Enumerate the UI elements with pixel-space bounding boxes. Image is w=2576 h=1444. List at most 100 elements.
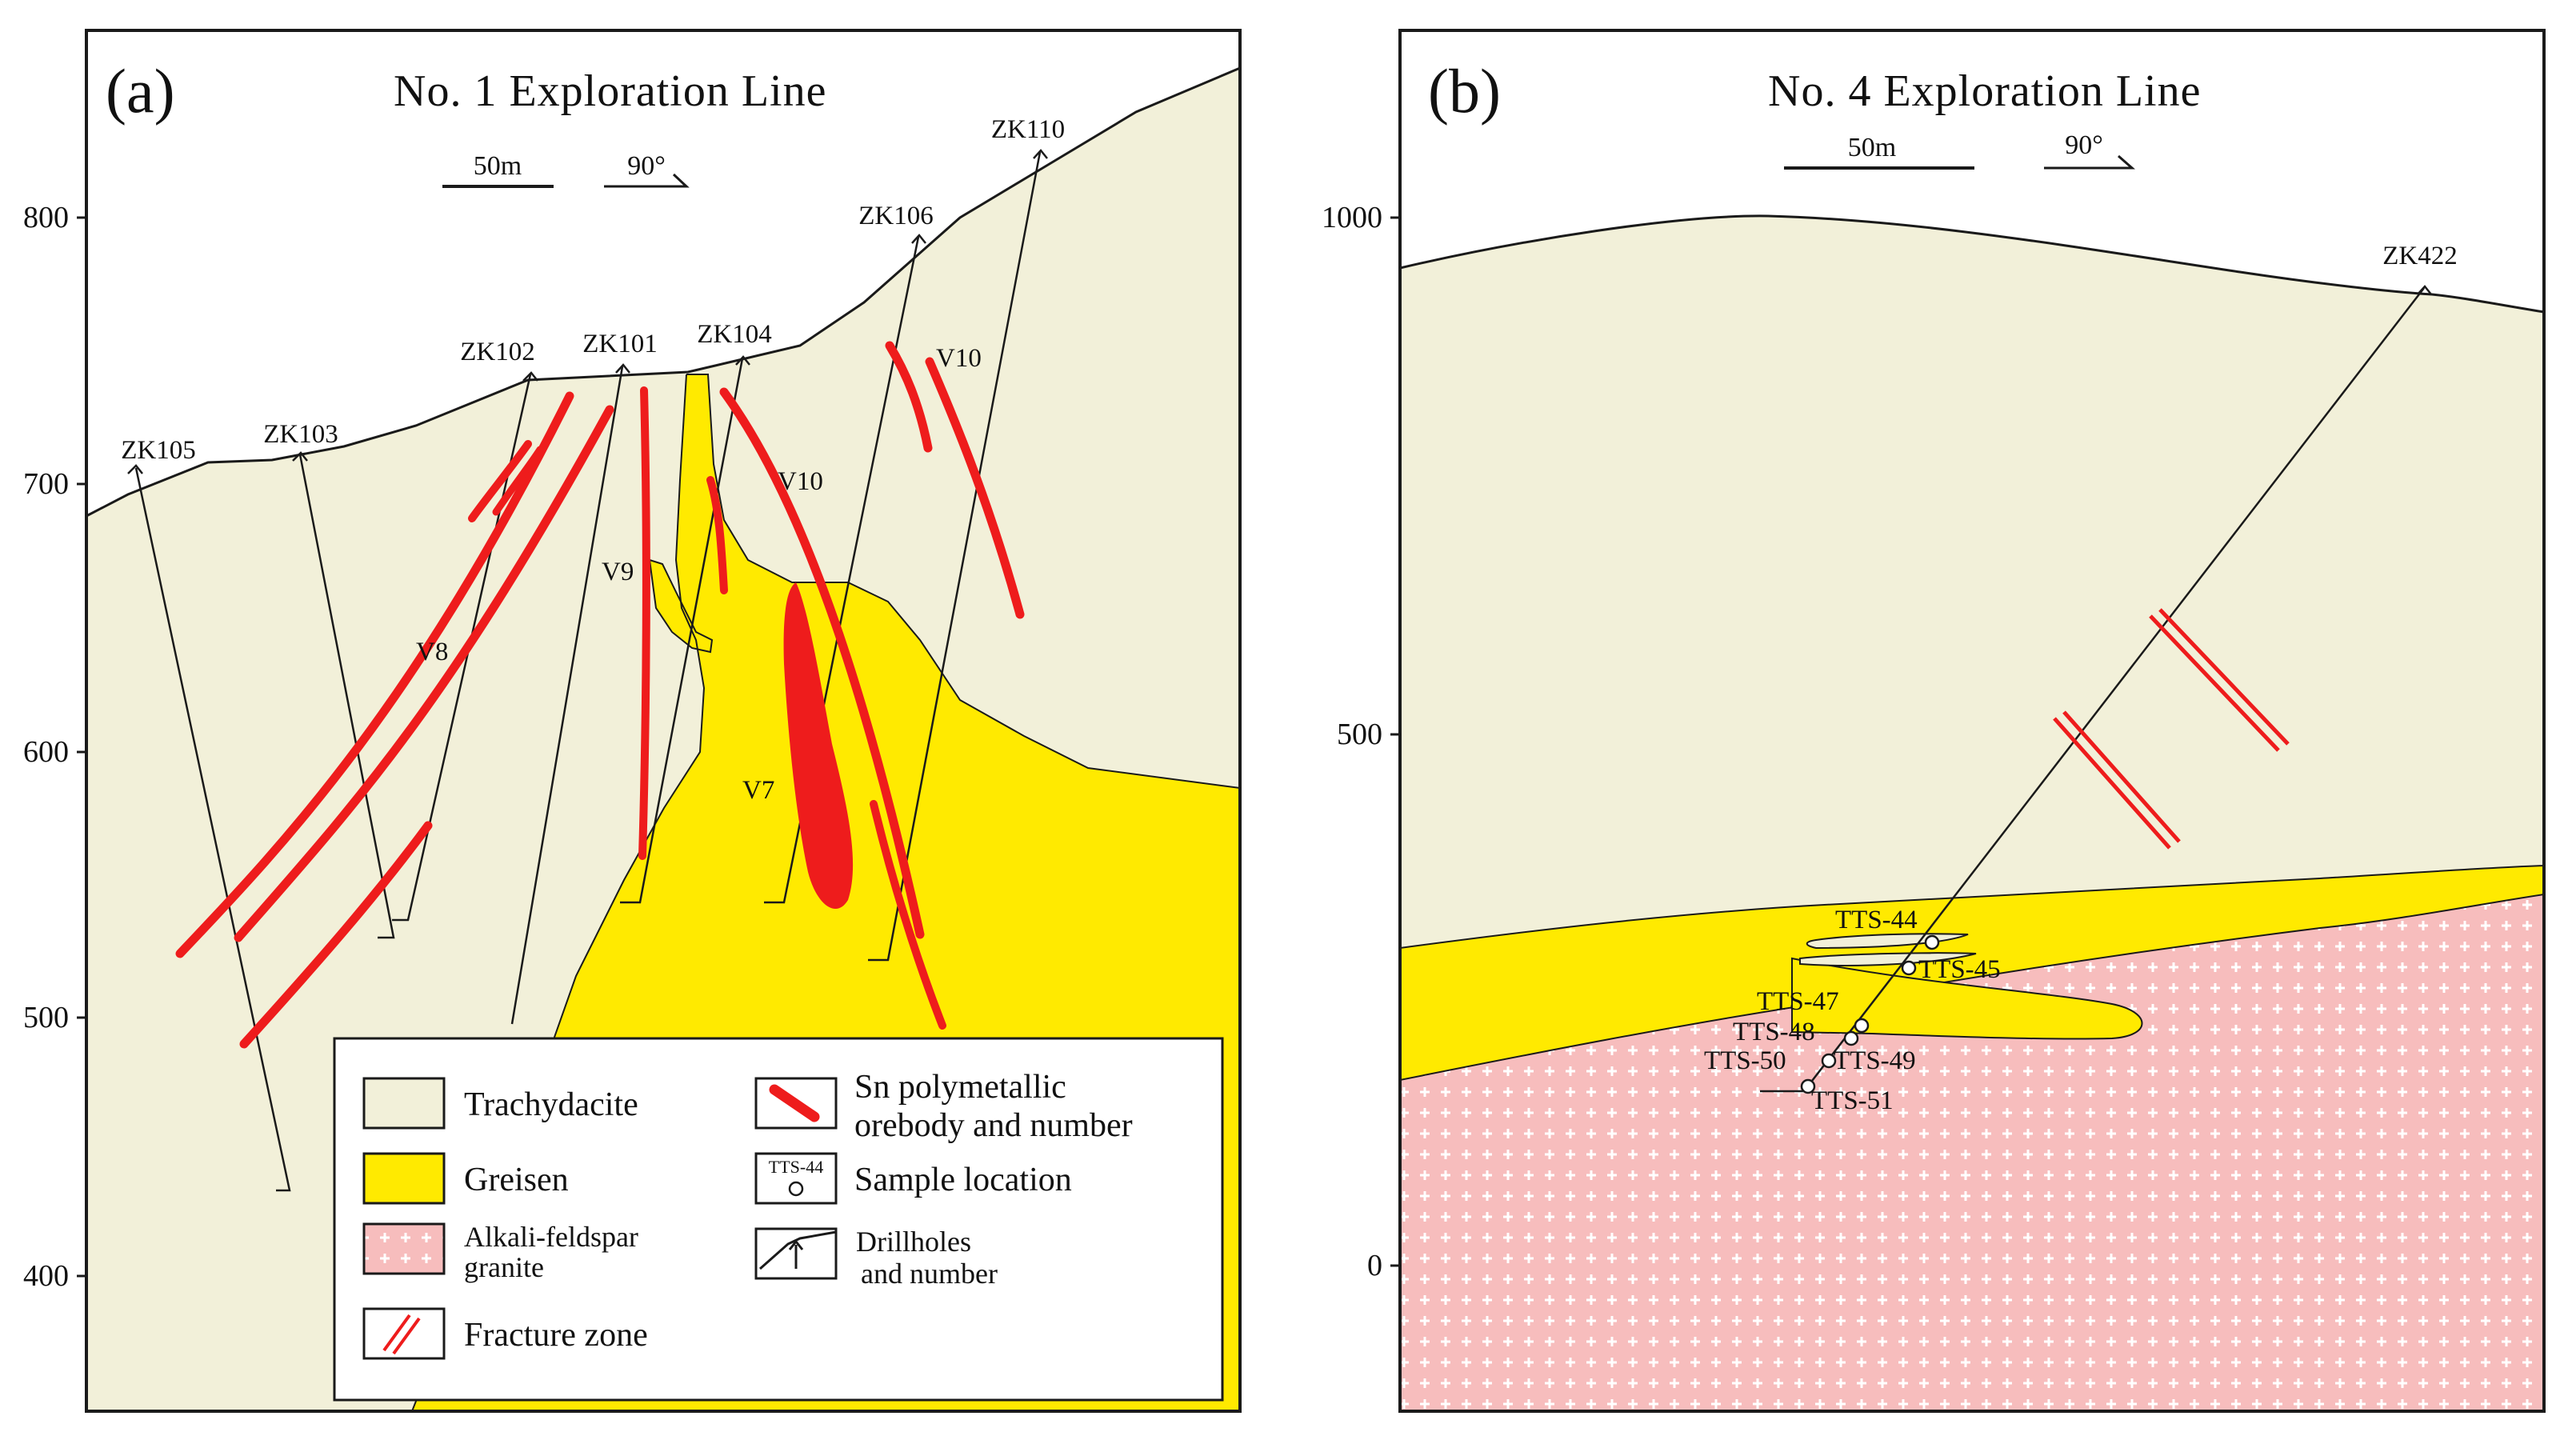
drillhole-label: ZK104 (697, 320, 772, 349)
topography-line-b (1400, 214, 2544, 314)
orebody-icon (769, 1084, 820, 1122)
legend-label-drillhole: and number (861, 1258, 998, 1290)
y-tick-label-a: 500 (23, 1001, 69, 1034)
legend-swatch-trachydacite (362, 1077, 446, 1130)
orebody-v8-2 (234, 405, 614, 942)
scale-label-a: 50m (474, 151, 522, 181)
orebody-v8-4 (468, 440, 532, 522)
drillhole-zk102 (392, 374, 532, 922)
drillhole-icon (759, 1230, 837, 1270)
legend-label-granite: granite (464, 1251, 544, 1283)
scale-label-b: 50m (1848, 133, 1896, 162)
vein-label: V10 (778, 467, 823, 496)
direction-arrow-b (2044, 154, 2135, 170)
vein-label: V9 (602, 558, 634, 586)
sample-point (1821, 1053, 1837, 1069)
legend-label-trachydacite: Trachydacite (464, 1086, 638, 1123)
y-tick-label-a: 800 (23, 201, 69, 234)
panel-title-a: No. 1 Exploration Line (394, 66, 826, 116)
sample-label: TTS-45 (1918, 955, 2001, 984)
y-tick-label-a: 600 (23, 735, 69, 769)
panel-a-frame (85, 29, 1242, 1413)
drillhole-label: ZK106 (858, 202, 934, 230)
sample-point (1843, 1030, 1859, 1046)
drillhole-zk103 (298, 454, 395, 939)
orebody-v8-1 (175, 391, 574, 958)
orebody-v9 (638, 386, 650, 860)
panel-b (1400, 214, 2544, 1411)
legend-label-drillhole: Drillholes (856, 1226, 971, 1258)
sample-point (1901, 960, 1917, 976)
orebody-v10-2 (885, 341, 933, 453)
y-tick-label-a: 400 (23, 1259, 69, 1293)
orebody-v8-5 (492, 446, 544, 516)
drillhole-zk101 (510, 366, 624, 1025)
sample-label: TTS-44 (1835, 906, 1918, 934)
direction-label-a: 90° (627, 151, 666, 181)
drillhole-zk105 (134, 467, 291, 1192)
legend-swatch-greisen (362, 1152, 446, 1205)
sample-point (1800, 1078, 1816, 1094)
orebody-v9-b (706, 476, 728, 594)
y-tick-label-b: 500 (1337, 718, 1382, 751)
sample-label: TTS-50 (1704, 1046, 1786, 1075)
drillhole-label: ZK102 (460, 338, 535, 366)
fracture-zone (2149, 608, 2290, 752)
legend-label-sample: Sample location (854, 1162, 1072, 1198)
fracture-zone (2053, 710, 2181, 850)
fracture-icon (382, 1314, 421, 1355)
sample-point (1924, 934, 1940, 950)
legend-swatch-granite (362, 1222, 446, 1275)
legend-swatch-sample (754, 1152, 838, 1205)
trachydacite-lens-2 (1799, 952, 1977, 966)
sample-label: TTS-48 (1733, 1018, 1815, 1046)
direction-arrow-a (604, 173, 690, 188)
panel-title-b: No. 4 Exploration Line (1768, 66, 2201, 116)
legend-label-orebody: orebody and number (854, 1107, 1133, 1144)
fracture-zones-b (2053, 608, 2290, 850)
drillhole-label: ZK422 (2382, 242, 2458, 270)
sample-points (1800, 934, 1940, 1094)
drillhole-label: ZK110 (991, 115, 1065, 144)
legend-sample-symbol-text: TTS-44 (769, 1157, 823, 1177)
orebody-v8-3 (239, 821, 433, 1049)
panel-letter-b: (b) (1428, 56, 1501, 126)
sample-label: TTS-49 (1834, 1046, 1916, 1075)
orebody-v7 (783, 582, 854, 910)
panel-b-frame (1398, 29, 2546, 1413)
legend-swatch-fracture (362, 1307, 446, 1360)
direction-label-b: 90° (2065, 130, 2103, 160)
greisen-tongue-b (1791, 957, 2143, 1040)
y-axis-b (1390, 216, 1400, 1267)
drillhole-label: ZK103 (263, 420, 338, 449)
topography-line (86, 66, 1240, 518)
drillhole-zk104 (620, 358, 744, 904)
orebody-v10-4 (870, 800, 946, 1030)
panel-letter-a: (a) (106, 56, 175, 126)
orebodies-a (175, 341, 1025, 1049)
sample-point (1854, 1018, 1870, 1034)
orebody-v10-3 (925, 357, 1025, 619)
sample-label: TTS-47 (1757, 987, 1839, 1016)
sample-label: TTS-51 (1811, 1086, 1894, 1115)
y-tick-label-b: 1000 (1322, 201, 1382, 234)
legend-label-granite: Alkali-feldspar (464, 1221, 638, 1253)
drillhole-label: ZK105 (121, 436, 196, 465)
drillholes-a (134, 151, 1042, 1192)
drillhole-zk106 (764, 236, 920, 904)
y-tick-label-a: 700 (23, 467, 69, 501)
drillhole-zk110 (868, 151, 1042, 962)
legend: Trachydacite Greisen Alkali-feldspar gra… (333, 1037, 1224, 1402)
legend-label-fracture: Fracture zone (464, 1317, 648, 1354)
vein-label: V7 (742, 776, 774, 805)
vein-label: V10 (936, 344, 982, 373)
drillhole-label: ZK101 (582, 330, 658, 358)
granite-unit (1400, 894, 2544, 1411)
drillhole-markers-a (127, 149, 1048, 474)
vein-label: V8 (416, 638, 448, 666)
orebody-v10-1 (719, 387, 925, 939)
legend-label-greisen: Greisen (464, 1162, 569, 1198)
legend-label-orebody: Sn polymetallic (854, 1069, 1066, 1106)
sample-icon (788, 1181, 804, 1197)
